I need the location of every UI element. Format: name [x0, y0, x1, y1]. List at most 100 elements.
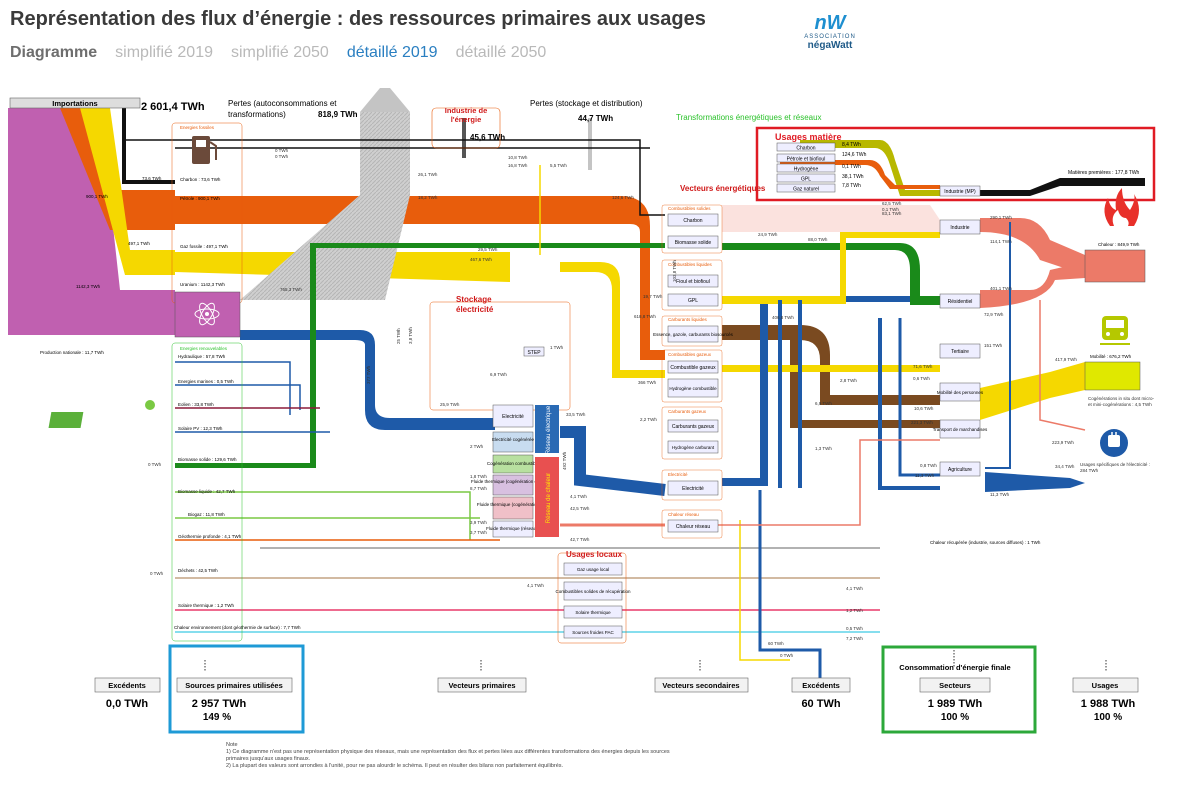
pertes-stockage-label: Pertes (stockage et distribution)	[530, 99, 643, 108]
ul-gaz: Gaz usage local	[577, 567, 609, 572]
fl-15: 2,2 TWh	[640, 417, 657, 422]
vect-gpl: GPL	[688, 298, 698, 304]
flow-gaz	[80, 108, 175, 275]
fl-40: 34,4 TWh	[1055, 464, 1075, 469]
fl-1: 0 TWh	[275, 154, 289, 159]
renewable-sources: Hydraulique : 57,8 TWh Energies marines …	[174, 354, 301, 630]
flow-pertes-transfo	[240, 112, 410, 300]
vecteurs-list: Combustibles solides Charbon Biomasse so…	[653, 204, 734, 539]
um-output: Matières premières : 177,8 TWh	[1068, 170, 1140, 176]
fl-16: 366 TWh	[638, 380, 657, 385]
importations-value: 2 601,4 TWh	[141, 101, 205, 113]
fl-47: 4,1 TWh	[570, 494, 587, 499]
flow-gaz-to-vect	[560, 262, 665, 378]
fl-48: 42,5 TWh	[570, 506, 590, 511]
solar-panel-icon	[48, 400, 156, 429]
pertes-transfo-value: 818,9 TWh	[318, 110, 358, 119]
fl-55: 0,5 TWh	[846, 626, 863, 631]
flow-chaleur-residentiel	[980, 262, 1085, 308]
um-val-1: 124,6 TWh	[842, 152, 867, 158]
fl-23: 83,1 TWh	[882, 211, 902, 216]
fl-12: 6,9 TWh	[490, 372, 507, 377]
fl-14: 33,5 TWh	[566, 412, 586, 417]
vg-liquides: Combustibles liquides	[668, 262, 713, 267]
fl-43: 406,8 TWh	[772, 315, 794, 320]
energy-flow-diagram: Importations 2 601,4 TWh Pertes (autocon…	[8, 88, 1156, 734]
stockage-title: Stockage	[456, 295, 492, 304]
ren-biomasse-solide: Biomasse solide : 129,6 TWh	[178, 457, 237, 462]
flow-carburant-2	[790, 340, 940, 428]
um-target: Industrie (MP)	[944, 189, 976, 195]
note-title: Note	[226, 742, 238, 748]
fl-37: 1,3 TWh	[815, 446, 832, 451]
transformations-label: Transformations énergétiques et réseaux	[676, 113, 822, 122]
um-val-4: 7,8 TWh	[842, 183, 861, 189]
fl-59: 0 TWh	[148, 462, 162, 467]
fl-26: 114,1 TWh	[990, 239, 1012, 244]
tab-detaille-2050[interactable]: détaillé 2050	[455, 44, 547, 61]
usage-mobilite: Mobilité : 676,2 TWh	[1090, 354, 1132, 359]
flow-gaz-final	[722, 365, 940, 372]
fl-22: 62,5 TWh	[882, 201, 902, 206]
sect-agriculture: Agriculture	[948, 467, 972, 473]
tn-fluide-gaz: Fluide thermique (cogénération gaz)	[477, 502, 550, 507]
fl-61: 492 TWh	[562, 451, 567, 470]
flow-carburant	[722, 325, 940, 405]
vect-biomasse: Biomasse solide	[675, 240, 712, 246]
flow-uranium	[8, 108, 175, 335]
vg-carburants: Carburants liquides	[668, 317, 708, 322]
fl-31: 417,9 TWh	[1055, 357, 1077, 362]
fl-30: 71,6 TWh	[913, 364, 933, 369]
fl-28: 72,9 TWh	[984, 312, 1004, 317]
um-petrole: Pétrole et biofioul	[787, 157, 826, 163]
fl-25: 290,1 TWh	[990, 215, 1012, 220]
import-uranium: 1142,3 TWh	[76, 284, 101, 289]
flow-orange-mp	[780, 160, 940, 189]
fl-11: 25,9 TWh	[440, 402, 460, 407]
flows-primary	[8, 88, 665, 468]
fl-10: 765,3 TWh	[280, 287, 302, 292]
chaleur-recuperee: Chaleur récupérée (industrie, sources di…	[930, 540, 1041, 545]
usage-elec-specifique: Usages spécifiques de l'électricité : 28…	[1080, 462, 1150, 473]
sources-label: Sources primaires utilisées	[185, 681, 283, 690]
pertes-transfo-label: Pertes (autoconsommations et	[228, 99, 337, 108]
tn-fluide-elec: Fluide thermique (cogénération électrici…	[471, 479, 556, 484]
vect-fioul: Fioul et biofioul	[676, 279, 710, 285]
fl-49: 3,9 TWh	[470, 520, 487, 525]
sect-mobilite: Mobilité des personnes	[937, 390, 984, 395]
fl-57: 60 TWh	[768, 641, 784, 646]
flow-residentiel-in	[722, 243, 940, 305]
summary-boxes: Excédents 0,0 TWh Sources primaires util…	[94, 644, 1139, 734]
fl-63: 25 TWh	[396, 328, 401, 344]
vg-carb-gazeux: Carburants gazeux	[668, 409, 707, 414]
usage-cogeneration: Cogénérations in situ dont micro- et min…	[1088, 396, 1155, 407]
ul-combustibles: Combustibles solides de récupération	[555, 589, 631, 594]
flow-elec-to-usages	[985, 472, 1085, 492]
vg-chaleur: Chaleur réseau	[668, 512, 699, 517]
tn-elec-cogeneree: Electricité cogénérée	[492, 437, 535, 442]
tab-simplifie-2050[interactable]: simplifié 2050	[230, 44, 329, 61]
usages-matiere-title: Usages matière	[775, 132, 842, 142]
flow-elec-final	[722, 296, 940, 486]
vect-hydrogene-carb: Hydrogène carburant	[672, 445, 715, 450]
reseau-chaleur-label: Réseau de chaleur	[546, 473, 552, 523]
import-charbon: 73,6 TWh	[142, 176, 162, 181]
um-hydrogene: Hydrogène	[794, 167, 819, 173]
sect-transport: Transport de marchandises	[933, 427, 988, 432]
tab-simplifie-2019[interactable]: simplifié 2019	[115, 44, 213, 61]
fl-58: 0 TWh	[780, 653, 794, 658]
source-uranium: Uranium : 1142,3 TWh	[180, 282, 225, 287]
reseau-electrique-label: Réseau électrique	[546, 405, 552, 454]
tab-detaille-2019[interactable]: détaillé 2019	[346, 44, 438, 61]
secteurs-box-pct: 100 %	[941, 712, 969, 723]
sect-residentiel: Résidentiel	[948, 299, 973, 305]
negawatt-logo: nW ASSOCIATION négaWatt	[800, 12, 860, 62]
vect-chaleur-reseau: Chaleur réseau	[676, 524, 710, 530]
ren-eolien: Eolien : 33,8 TWh	[178, 402, 214, 407]
fl-27: 401,1 TWh	[990, 286, 1012, 291]
sources-value: 2 957 TWh	[192, 698, 247, 710]
usages-locaux-box	[557, 552, 627, 644]
source-charbon: Charbon : 73,6 TWh	[180, 177, 221, 182]
usages-box-pct: 100 %	[1094, 712, 1122, 723]
usages: Chaleur : 849,9 TWh Mobilité : 676,2 TWh…	[1080, 188, 1155, 473]
